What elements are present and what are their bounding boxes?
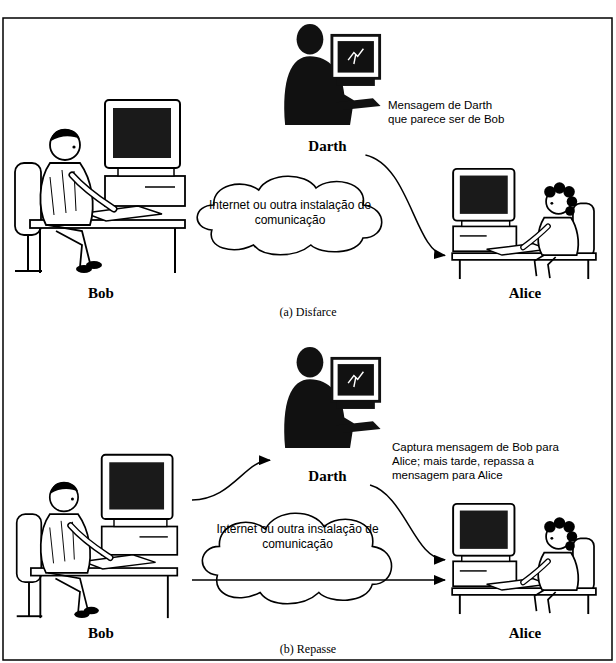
figure-name: Darth (308, 467, 346, 485)
cloud-outline (196, 506, 399, 604)
attacker-figure: Darth (270, 340, 385, 485)
panel-caption: (a) Disfarce (0, 305, 616, 320)
alice-figure (452, 504, 596, 614)
receiver-figure: Alice (445, 165, 605, 302)
message-arrow (192, 460, 270, 500)
panel-caption: (b) Repasse (0, 642, 616, 657)
message-note: Captura mensagem de Bob para Alice; mais… (392, 440, 564, 482)
bob-figure (17, 455, 178, 618)
message-arrow (365, 155, 445, 255)
cloud-text: Internet ou outra instalação de comunica… (196, 522, 399, 552)
figure-name: Bob (88, 624, 114, 642)
figure-name: Alice (509, 284, 541, 302)
darth-figure (284, 24, 380, 125)
network-cloud: Internet ou outra instalação de comunica… (196, 506, 399, 604)
message-arrow (192, 579, 445, 581)
figure-name: Darth (308, 137, 346, 155)
attacker-figure: Darth (270, 22, 385, 155)
alice-figure (452, 169, 596, 279)
figure-name: Bob (88, 284, 114, 302)
figure-name: Alice (509, 624, 541, 642)
bob-figure (15, 100, 185, 273)
receiver-figure: Alice (445, 495, 605, 642)
darth-figure (284, 347, 380, 448)
cloud-text: Internet ou outra instalação de comunica… (191, 198, 389, 228)
outer-frame (3, 18, 612, 660)
message-note: Mensagem de Darth que parece ser de Bob (388, 98, 506, 126)
network-cloud: Internet ou outra instalação de comunica… (191, 170, 389, 255)
sender-figure: Bob (10, 95, 192, 302)
sender-figure: Bob (10, 450, 192, 642)
